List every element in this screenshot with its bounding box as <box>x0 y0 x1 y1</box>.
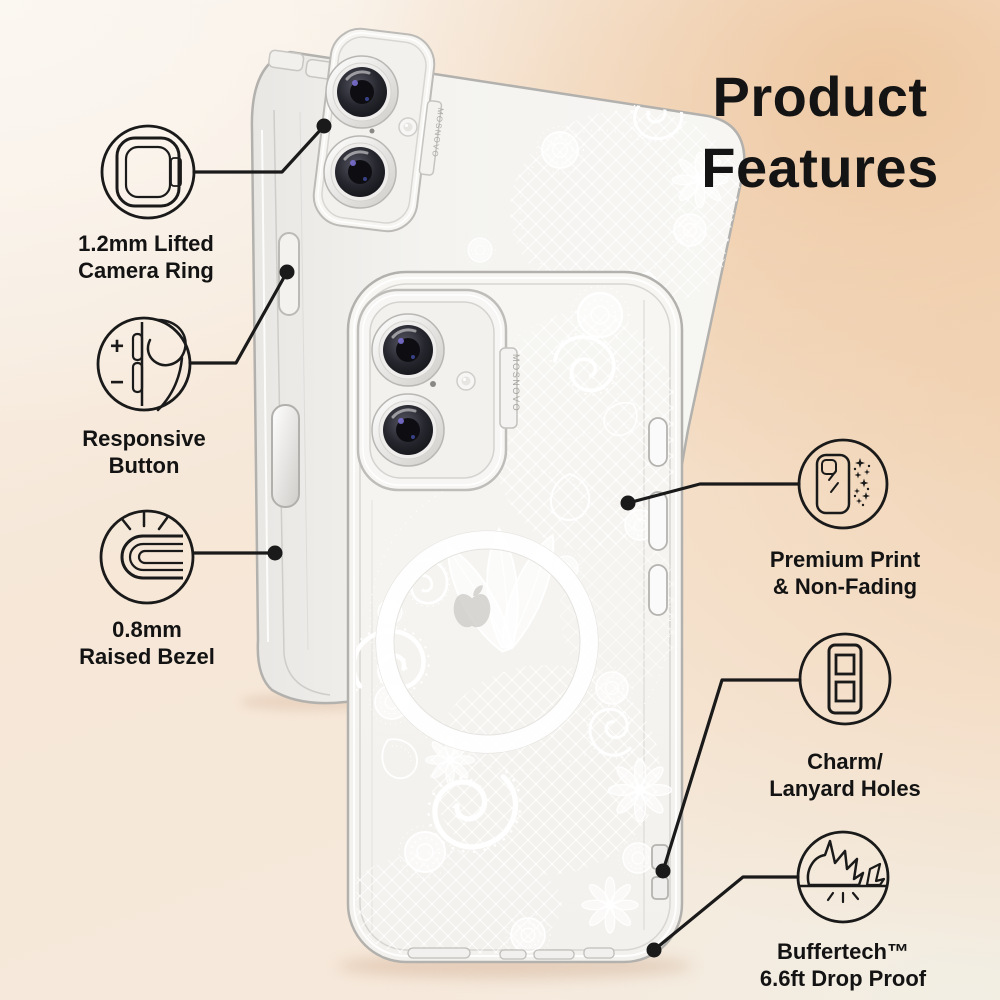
bottom-port-slot <box>407 947 471 959</box>
finger-shape <box>146 318 187 367</box>
callout-dot <box>316 118 332 134</box>
callout-line-camera-ring <box>192 124 326 174</box>
feature-label-drop-proof: Buffertech™ 6.6ft Drop Proof <box>737 938 949 992</box>
brand-tab <box>499 347 518 429</box>
feature-circle-lanyard-holes <box>798 632 892 726</box>
feature-circle-premium-print <box>797 438 889 530</box>
sparkle-stars <box>853 458 871 507</box>
feature-label-line: Raised Bezel <box>79 644 215 669</box>
callout-dot <box>620 495 636 511</box>
callout-line-lanyard-holes <box>661 678 802 873</box>
page-title-line1: Product <box>712 65 928 128</box>
feature-label-line: Camera Ring <box>78 258 214 283</box>
feature-label-line: Button <box>108 453 180 478</box>
camera-module-back: MOSNOVO <box>312 27 445 233</box>
feature-circle-camera-ring <box>100 124 196 220</box>
camera-flash <box>398 117 418 137</box>
feature-circle-raised-bezel <box>99 509 195 605</box>
minus-sign: − <box>110 369 124 396</box>
callout-line-responsive-button <box>188 270 289 365</box>
bottom-port-slot <box>499 949 527 960</box>
callout-line-premium-print <box>626 482 801 505</box>
callout-dot <box>646 942 662 958</box>
impact-ticks <box>826 891 860 904</box>
feature-label-line: & Non-Fading <box>772 574 918 599</box>
feature-circle-drop-proof <box>796 830 890 924</box>
feature-label-line: Responsive <box>82 426 206 451</box>
lanyard-holes-icon <box>827 643 863 715</box>
bottom-port-slot <box>583 947 615 959</box>
page-title: Product Features <box>655 62 985 203</box>
callout-lines <box>188 124 802 952</box>
impact-ticks <box>120 511 169 531</box>
phone-front-case: MOSNOVO <box>346 270 684 964</box>
feature-label-camera-ring: 1.2mm Lifted Camera Ring <box>40 230 252 284</box>
brand-text-front: MOSNOVO <box>511 354 521 412</box>
callout-dot <box>267 545 283 561</box>
camera-lens <box>322 134 398 210</box>
feature-label-premium-print: Premium Print & Non-Fading <box>739 546 951 600</box>
brand-tab <box>418 100 443 176</box>
callout-line-drop-proof <box>652 875 800 952</box>
feature-label-line: 1.2mm Lifted <box>78 231 214 256</box>
bottom-port-slot <box>533 949 575 960</box>
feature-label-line: Buffertech™ <box>776 939 909 964</box>
responsive-button-icon: + − <box>110 318 187 412</box>
feature-label-raised-bezel: 0.8mm Raised Bezel <box>41 616 253 670</box>
callout-dot <box>279 264 295 280</box>
feature-circle-responsive-button <box>96 316 192 412</box>
drop-proof-icon <box>799 839 887 904</box>
camera-lens <box>324 54 400 130</box>
raised-bezel-icon <box>120 511 183 580</box>
volume-up-button <box>648 417 668 467</box>
feature-label-line: 0.8mm <box>112 617 182 642</box>
camera-flash <box>456 371 476 391</box>
camera-lens <box>370 312 446 388</box>
side-button-bottom <box>271 404 300 508</box>
feature-label-lanyard-holes: Charm/ Lanyard Holes <box>739 748 951 802</box>
camera-mic-dot <box>369 128 375 134</box>
camera-ring-icon: MOSNOVO <box>115 136 183 208</box>
apple-logo <box>453 585 491 628</box>
page-title-line2: Features <box>701 135 939 199</box>
lace-pattern-front <box>356 285 674 954</box>
lanyard-hole <box>651 876 669 900</box>
feature-label-responsive-button: Responsive Button <box>38 425 250 479</box>
camera-module-front: MOSNOVO <box>356 288 521 492</box>
feature-label-line: 6.6ft Drop Proof <box>759 966 927 991</box>
volume-down-button <box>648 491 668 551</box>
camera-mic-dot <box>430 381 436 387</box>
impact-burst <box>806 839 865 887</box>
power-button <box>648 564 668 616</box>
feature-circles <box>96 124 892 924</box>
callout-dot <box>655 863 671 879</box>
feature-label-line: Charm/ <box>807 749 883 774</box>
magsafe-ring <box>375 530 599 754</box>
plus-sign: + <box>110 333 124 360</box>
camera-lens <box>370 392 446 468</box>
brand-microtext: MOSNOVO <box>178 161 183 187</box>
premium-print-icon <box>815 453 871 515</box>
callout-dots <box>267 118 671 958</box>
feature-label-line: Lanyard Holes <box>769 776 921 801</box>
feature-label-line: Premium Print <box>769 547 921 572</box>
